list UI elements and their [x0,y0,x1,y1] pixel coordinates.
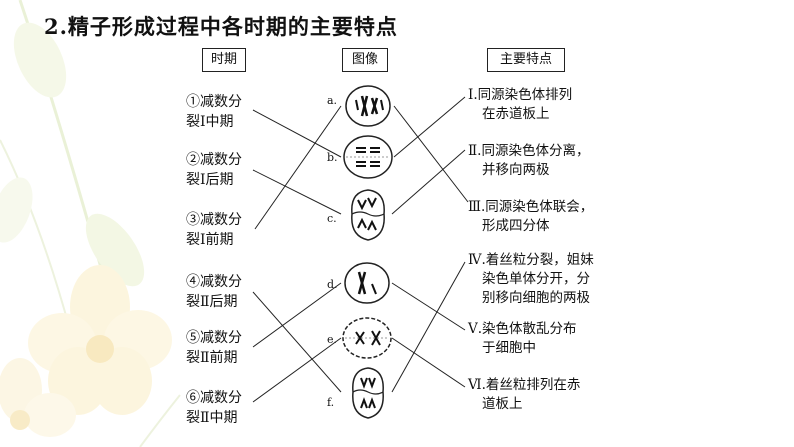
stage-line: ②减数分 [186,152,242,168]
image-label-d: d. [327,278,338,291]
feature-line: Ⅴ.染色体散乱分布 [468,321,577,337]
stage-line: ⑥减数分 [186,390,242,406]
stage-line: 裂Ⅱ中期 [186,410,238,426]
stage-item-4: ④减数分 裂Ⅱ后期 [186,272,242,312]
cell-d-icon [344,262,390,304]
stage-line: 裂Ⅱ后期 [186,294,238,310]
cell-a-icon [345,85,391,127]
header-stage: 时期 [202,48,246,72]
feature-line: 于细胞中 [482,340,536,356]
connector-line [252,291,342,393]
connector-line [391,149,466,215]
feature-item-6: Ⅵ.着丝粒排列在赤 道板上 [468,376,580,414]
header-image: 图像 [342,48,388,72]
image-label-f: f. [327,396,335,409]
connector-line [393,96,466,158]
connector-line [391,337,466,388]
stage-item-6: ⑥减数分 裂Ⅱ中期 [186,388,242,428]
feature-line: Ⅳ.着丝粒分裂，姐妹 [468,252,594,268]
feature-line: Ⅲ.同源染色体联会， [468,199,594,215]
stage-item-1: ①减数分 裂Ⅰ中期 [186,92,242,132]
stage-item-2: ②减数分 裂Ⅰ后期 [186,150,242,190]
stage-line: ⑤减数分 [186,330,242,346]
feature-item-2: Ⅱ.同源染色体分离， 并移向两极 [468,142,589,180]
feature-line: 并移向两极 [482,162,550,178]
stage-line: ④减数分 [186,274,242,290]
feature-line: Ⅵ.着丝粒排列在赤 [468,377,581,393]
feature-line: 染色单体分开，分 [482,271,590,287]
stage-item-3: ③减数分 裂Ⅰ前期 [186,210,242,250]
stage-line: ①减数分 [186,94,242,110]
cell-e-icon [342,317,392,359]
feature-item-3: Ⅲ.同源染色体联会， 形成四分体 [468,198,593,236]
image-label-b: b. [327,151,338,164]
connector-line [252,337,342,403]
connector-line [252,169,342,215]
feature-item-4: Ⅳ.着丝粒分裂，姐妹 染色单体分开，分 别移向细胞的两极 [468,251,594,308]
stage-item-5: ⑤减数分 裂Ⅱ前期 [186,328,242,368]
feature-item-1: Ⅰ.同源染色体排列 在赤道板上 [468,86,572,124]
stage-line: 裂Ⅰ中期 [186,114,234,130]
feature-line: 道板上 [482,396,523,412]
stage-line: 裂Ⅱ前期 [186,350,238,366]
connector-line [391,282,466,331]
page-title: 2.精子形成过程中各时期的主要特点 [44,14,398,39]
stage-line: ③减数分 [186,212,242,228]
feature-line: Ⅱ.同源染色体分离， [468,143,590,159]
image-label-c: c. [327,212,337,225]
connector-line [393,105,469,203]
connector-line [252,109,342,158]
feature-item-5: Ⅴ.染色体散乱分布 于细胞中 [468,320,577,358]
feature-line: 形成四分体 [482,218,550,234]
connector-line [391,261,466,393]
cell-b-icon [343,135,393,179]
stage-line: 裂Ⅰ后期 [186,172,234,188]
connector-line [254,105,342,230]
image-label-e: e. [327,333,338,346]
cell-c-icon [351,189,385,241]
header-feature: 主要特点 [487,48,565,72]
feature-line: Ⅰ.同源染色体排列 [468,87,573,103]
image-label-a: a. [327,94,338,107]
connector-line [252,282,342,348]
feature-line: 在赤道板上 [482,106,550,122]
cell-f-icon [352,367,384,419]
feature-line: 别移向细胞的两极 [482,290,590,306]
stage-line: 裂Ⅰ前期 [186,232,234,248]
